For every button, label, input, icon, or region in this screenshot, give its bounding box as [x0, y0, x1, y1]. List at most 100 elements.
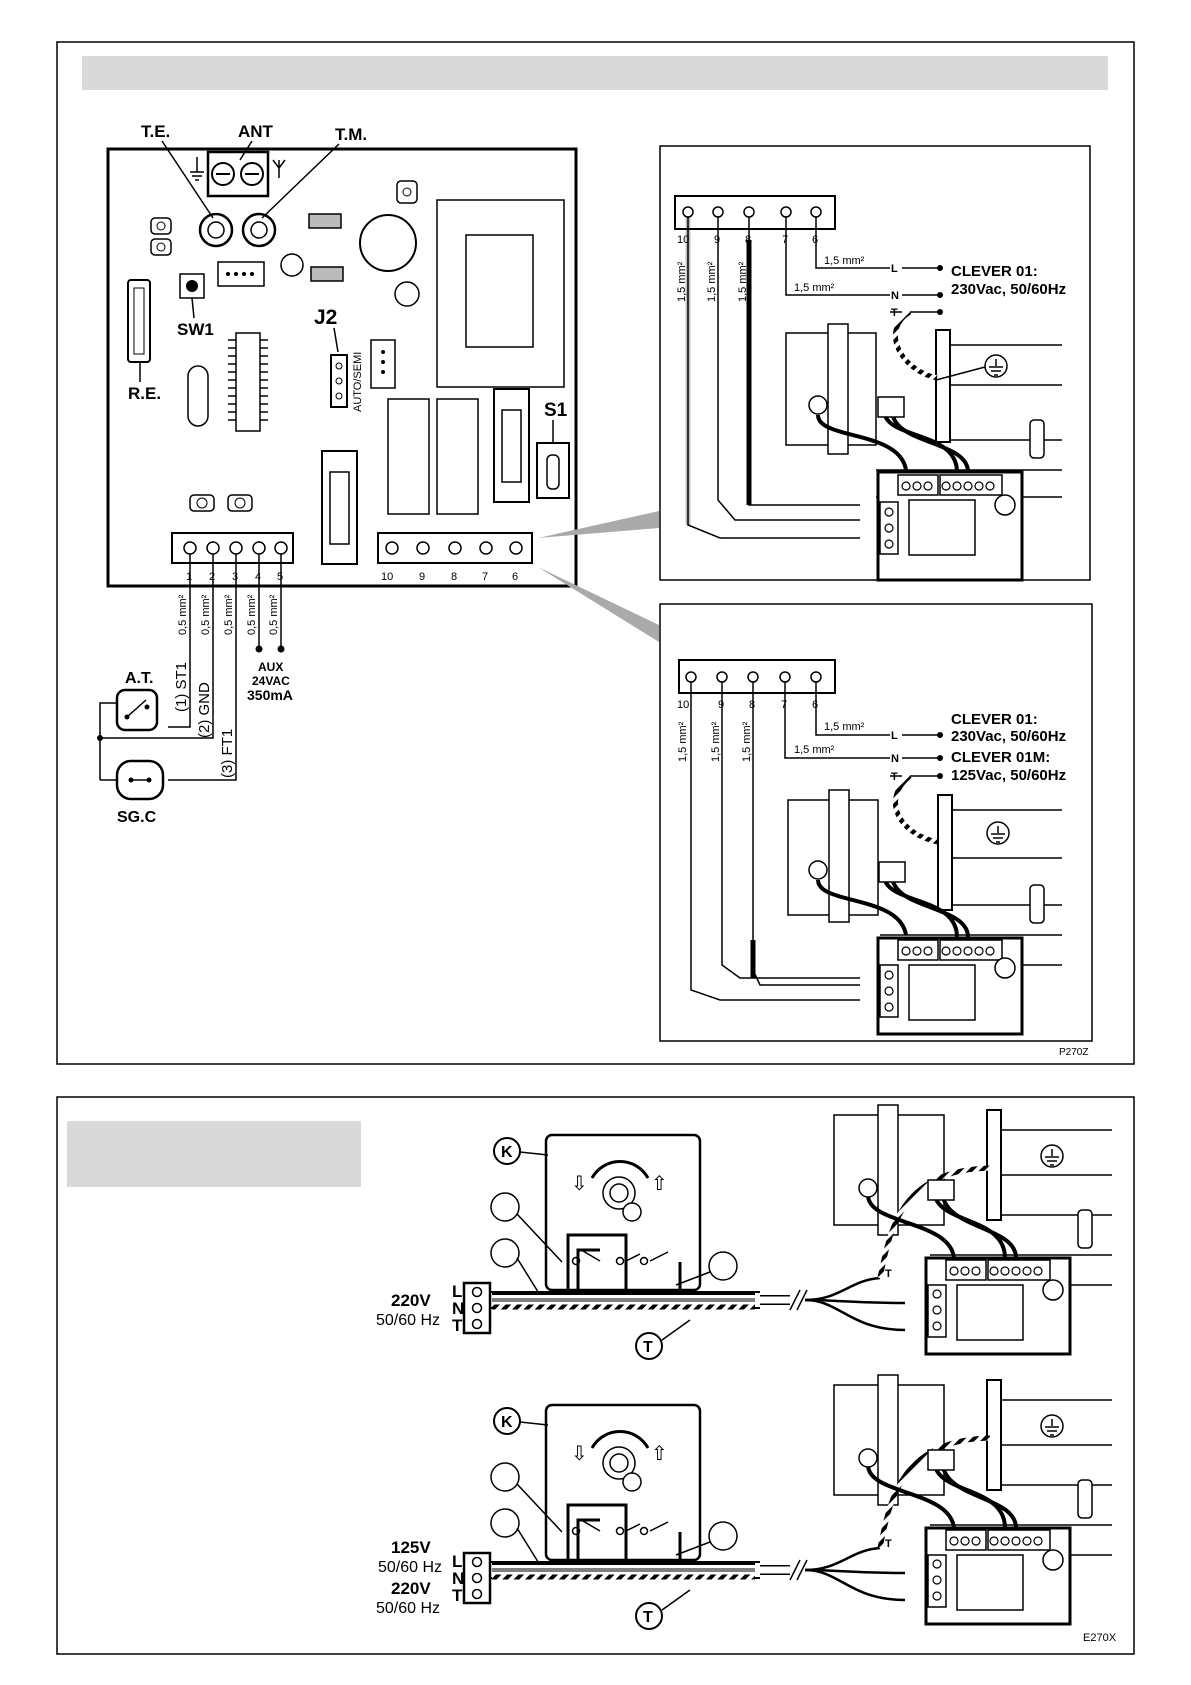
label-n-bottom: N: [452, 1569, 464, 1588]
inset-bottom-wire-l: 1,5 mm²: [824, 721, 865, 733]
inset-top-terminal: 9: [714, 234, 720, 246]
label-voltage-top: 220V: [391, 1291, 431, 1310]
terminal-number: 6: [512, 571, 518, 583]
label-k-bottom: K: [501, 1414, 513, 1431]
label-sw1: SW1: [177, 320, 214, 339]
inset-bottom-terminal: 6: [812, 699, 818, 711]
key-switch-icon: [115, 688, 159, 732]
terminal-number: 1: [186, 571, 192, 583]
label-t-motor-bottom: T: [885, 1538, 892, 1550]
label-freq-2-bottom: 50/60 Hz: [376, 1600, 440, 1617]
wire-size-label: 0,5 mm²: [223, 594, 235, 635]
inset-top-terminal: 7: [782, 234, 788, 246]
label-at: A.T.: [125, 670, 153, 687]
terminal-number: 7: [482, 571, 488, 583]
inset-bottom-n: N: [891, 753, 899, 765]
label-re: R.E.: [128, 384, 161, 403]
label-sgc: SG.C: [117, 809, 157, 826]
panel-1-frame: [56, 41, 1135, 1065]
arrow-up-icon: ⇧: [651, 1171, 668, 1195]
inset-bottom-terminal: 10: [677, 699, 689, 711]
label-ft1: (3) FT1: [219, 729, 236, 778]
wire-size-label: 0,5 mm²: [200, 594, 212, 635]
terminal-number: 9: [419, 571, 425, 583]
inset-bottom-supply-1: CLEVER 01:: [951, 711, 1038, 728]
j2-jumper: [330, 354, 348, 408]
inset-bottom-wire-size: 1,5 mm²: [677, 721, 689, 762]
label-voltage-2-bottom: 220V: [391, 1579, 431, 1598]
key-switch-diagram-bottom: ⇩ ⇧: [462, 1374, 1112, 1630]
wire-size-label: 0,5 mm²: [246, 594, 258, 635]
antenna-icon: [272, 159, 286, 178]
inset-bottom-t: T: [891, 771, 898, 783]
label-st1: (1) ST1: [173, 662, 190, 712]
control-board: [106, 147, 578, 588]
panel-2-header-box: [67, 1121, 361, 1187]
inset-top-t: T: [891, 307, 898, 319]
label-t-motor-top: T: [885, 1268, 892, 1280]
figure-code-e270x: E270X: [1083, 1632, 1117, 1644]
inset-top-wire-size: 1,5 mm²: [676, 261, 688, 302]
inset-top-wire-size: 1,5 mm²: [706, 261, 718, 302]
safety-edge-icon: [115, 759, 165, 801]
inset-top-l: L: [891, 263, 898, 275]
inset-top-n: N: [891, 290, 899, 302]
inset-bottom-terminal: 9: [718, 699, 724, 711]
label-freq-top: 50/60 Hz: [376, 1312, 440, 1329]
label-l-top: L: [452, 1282, 462, 1301]
inset-top-terminal: 6: [812, 234, 818, 246]
label-t-top: T: [643, 1339, 653, 1356]
inset-top-supply-2: 230Vac, 50/60Hz: [951, 281, 1066, 298]
label-gnd: (2) GND: [196, 682, 213, 738]
figure-code-p270z: P270Z: [1059, 1047, 1088, 1058]
inset-bottom-supply-4: 125Vac, 50/60Hz: [951, 767, 1066, 784]
inset-top-wire-n: 1,5 mm²: [794, 282, 835, 294]
inset-top: [659, 145, 1091, 582]
inset-bottom-terminal: 7: [781, 699, 787, 711]
label-j2: J2: [314, 306, 337, 329]
label-n-top: N: [452, 1299, 464, 1318]
inset-bottom-wire-size: 1,5 mm²: [741, 721, 753, 762]
arrow-down-icon: ⇩: [571, 1171, 588, 1195]
inset-top-terminal: 8: [745, 234, 751, 246]
inset-bottom-terminal: 8: [749, 699, 755, 711]
inset-top-wire-size: 1,5 mm²: [737, 261, 749, 302]
arrow-down-icon: ⇩: [571, 1441, 588, 1465]
label-te: T.E.: [141, 122, 170, 141]
panel-1-header-bar: [82, 56, 1108, 90]
label-voltage-1-bottom: 125V: [391, 1538, 431, 1557]
inset-bottom-wire-n: 1,5 mm²: [794, 744, 835, 756]
inset-bottom-wire-size: 1,5 mm²: [710, 721, 722, 762]
inset-top-wire-l: 1,5 mm²: [824, 255, 865, 267]
terminal-number: 8: [451, 571, 457, 583]
label-s1: S1: [544, 400, 568, 421]
label-aux-current: 350mA: [247, 687, 293, 703]
ground-icon: [190, 157, 204, 181]
wire-size-label: 0,5 mm²: [268, 594, 280, 635]
inset-bottom-supply-3: CLEVER 01M:: [951, 749, 1050, 766]
label-terminal-t-bottom: T: [452, 1586, 463, 1605]
inset-bottom-l: L: [891, 730, 898, 742]
arrow-up-icon: ⇧: [651, 1441, 668, 1465]
label-aux: AUX: [258, 660, 283, 674]
label-terminal-t-top: T: [452, 1316, 463, 1335]
terminal-number: 2: [209, 571, 215, 583]
accessory-wiring: [99, 554, 282, 781]
key-switch-diagram-top: ⇩ ⇧: [462, 1104, 1112, 1360]
panel-2-frame: [56, 1096, 1135, 1655]
terminal-number: 5: [277, 571, 283, 583]
label-aux-voltage: 24VAC: [252, 674, 290, 688]
fuse-lower: [321, 450, 358, 565]
label-t-bottom: T: [643, 1609, 653, 1626]
label-k-top: K: [501, 1144, 513, 1161]
label-tm: T.M.: [335, 125, 367, 144]
wire-size-label: 0,5 mm²: [177, 594, 189, 635]
inset-top-supply-1: CLEVER 01:: [951, 263, 1038, 280]
terminal-number: 4: [255, 571, 261, 583]
label-l-bottom: L: [452, 1552, 462, 1571]
label-auto-semi: AUTO/SEMI: [352, 352, 364, 412]
label-ant: ANT: [238, 122, 274, 141]
terminal-number: 10: [381, 571, 393, 583]
inset-top-terminal: 10: [677, 234, 689, 246]
